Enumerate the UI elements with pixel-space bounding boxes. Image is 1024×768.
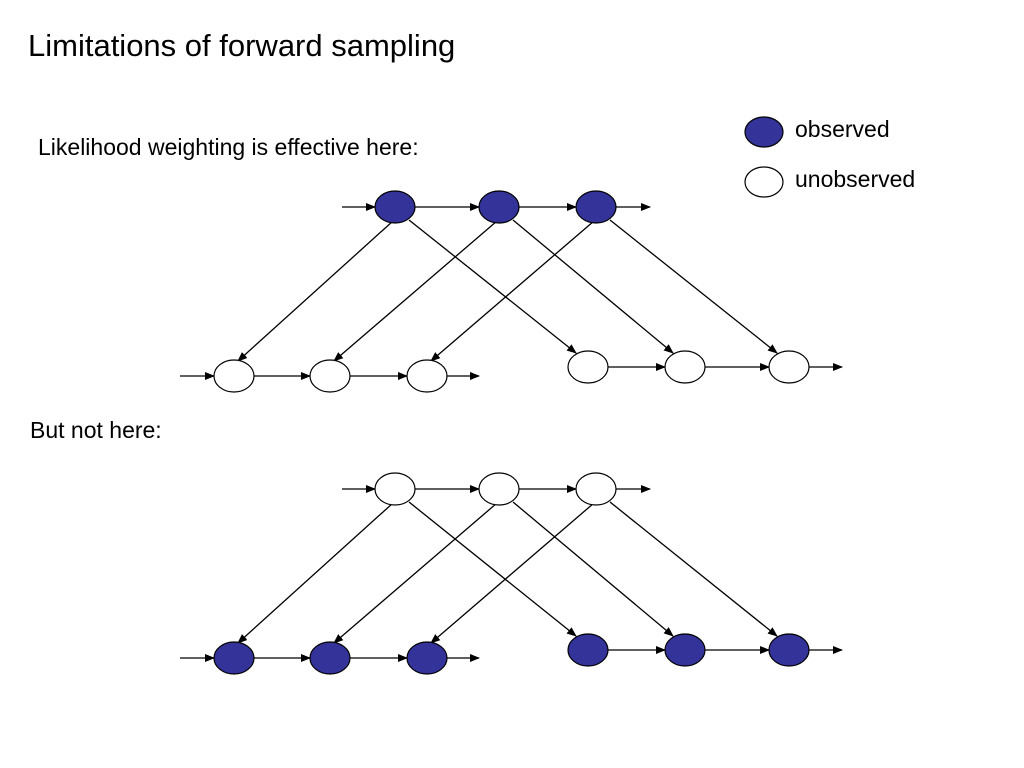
d1-diagonal-arrow-right bbox=[609, 219, 778, 354]
network-diagram-1 bbox=[180, 190, 843, 393]
d2-top-node bbox=[374, 472, 416, 506]
legend-unobserved-swatch bbox=[744, 166, 784, 198]
d2-bottom-right-node bbox=[567, 633, 609, 667]
d2-diagonal-arrow-left bbox=[430, 502, 595, 644]
d1-top-node bbox=[575, 190, 617, 224]
legend-observed-swatch bbox=[744, 116, 784, 148]
legend-unobserved-label: unobserved bbox=[795, 166, 916, 192]
d2-bottom-right-node bbox=[664, 633, 706, 667]
d1-diagonal-arrow-left bbox=[237, 220, 394, 362]
page-title: Limitations of forward sampling bbox=[28, 28, 456, 63]
network-diagram-2 bbox=[180, 472, 843, 675]
d2-diagonal-arrow-right bbox=[408, 501, 577, 637]
d1-diagonal-arrow-left bbox=[430, 220, 595, 362]
d2-diagonal-arrow-left bbox=[237, 502, 394, 644]
d1-top-node bbox=[478, 190, 520, 224]
d1-bottom-left-node bbox=[309, 359, 351, 393]
d2-bottom-left-node bbox=[213, 641, 255, 675]
d2-bottom-right-node bbox=[768, 633, 810, 667]
d1-diagonal-arrow-right bbox=[408, 219, 577, 354]
d1-bottom-left-node bbox=[406, 359, 448, 393]
d1-top-node bbox=[374, 190, 416, 224]
diagram-1-caption: Likelihood weighting is effective here: bbox=[38, 134, 419, 160]
d1-bottom-right-node bbox=[664, 350, 706, 384]
d2-top-node bbox=[478, 472, 520, 506]
d2-bottom-left-node bbox=[309, 641, 351, 675]
d1-bottom-right-node bbox=[768, 350, 810, 384]
legend-observed-label: observed bbox=[795, 116, 890, 142]
d1-diagonal-arrow-right bbox=[512, 219, 674, 354]
d2-diagonal-arrow-left bbox=[333, 502, 498, 644]
d1-diagonal-arrow-left bbox=[333, 220, 498, 362]
d1-bottom-left-node bbox=[213, 359, 255, 393]
d2-top-node bbox=[575, 472, 617, 506]
diagram-2-caption: But not here: bbox=[30, 417, 162, 443]
d2-diagonal-arrow-right bbox=[512, 501, 674, 637]
d2-bottom-left-node bbox=[406, 641, 448, 675]
d1-bottom-right-node bbox=[567, 350, 609, 384]
d2-diagonal-arrow-right bbox=[609, 501, 778, 637]
